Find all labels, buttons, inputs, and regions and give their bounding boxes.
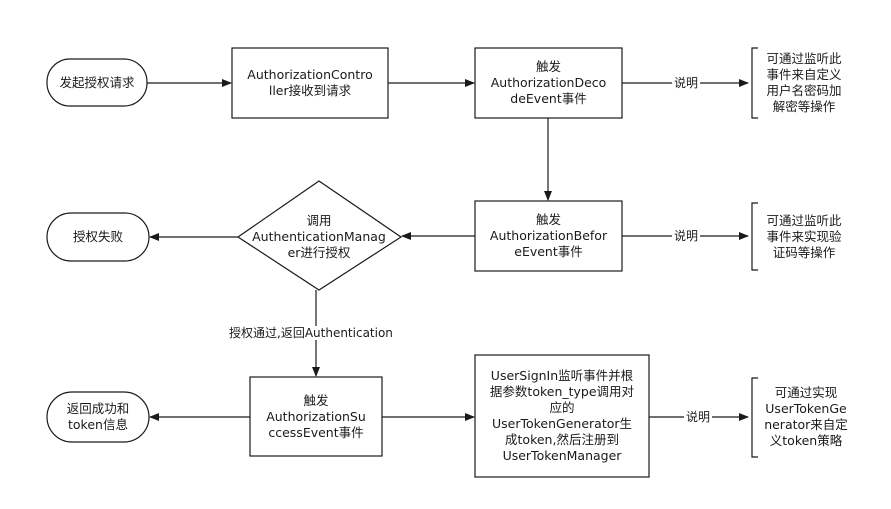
return-token-node-label: 返回成功和 token信息	[66, 401, 130, 432]
success-event-node-label: 触发 AuthorizationSu ccessEvent事件	[266, 392, 366, 440]
edge-label-explain-2: 说明	[672, 229, 701, 243]
decode-event-node	[474, 47, 623, 119]
decode-event-node-label: 触发 AuthorizationDeco deEvent事件	[490, 59, 607, 106]
fail-node-label: 授权失败	[72, 229, 123, 244]
before-event-node	[474, 200, 623, 272]
decision-node	[236, 180, 403, 291]
token-note-text: 可通过实现 UserTokenGe nerator来自定 义token策略	[764, 385, 848, 448]
edge-label-explain-3: 说明	[684, 410, 713, 424]
user-signin-node-label: UserSignIn监听事件并根 据参数token_type调用对 应的 Use…	[489, 368, 635, 463]
before-event-node-label: 触发 AuthorizationBefor eEvent事件	[489, 212, 608, 259]
edge-label-explain-1: 说明	[672, 76, 701, 90]
start-node-label: 发起授权请求	[59, 74, 135, 90]
controller-node-label: AuthorizationContro ller接收到请求	[247, 67, 373, 98]
before-note-bracket	[751, 202, 758, 271]
controller-node	[231, 47, 389, 119]
before-note-text: 可通过监听此 事件来实现验 证码等操作	[766, 213, 842, 260]
decision-node-label: 调用 AuthenticationManag er进行授权	[252, 213, 386, 260]
decode-note-text: 可通过监听此 事件来自定义 用户名密码加 解密等操作	[766, 51, 842, 114]
user-signin-node	[474, 354, 650, 478]
decode-note-bracket	[751, 47, 758, 119]
edge-label-auth-pass: 授权通过,返回Authentication	[227, 326, 395, 340]
token-note-bracket	[751, 377, 758, 458]
